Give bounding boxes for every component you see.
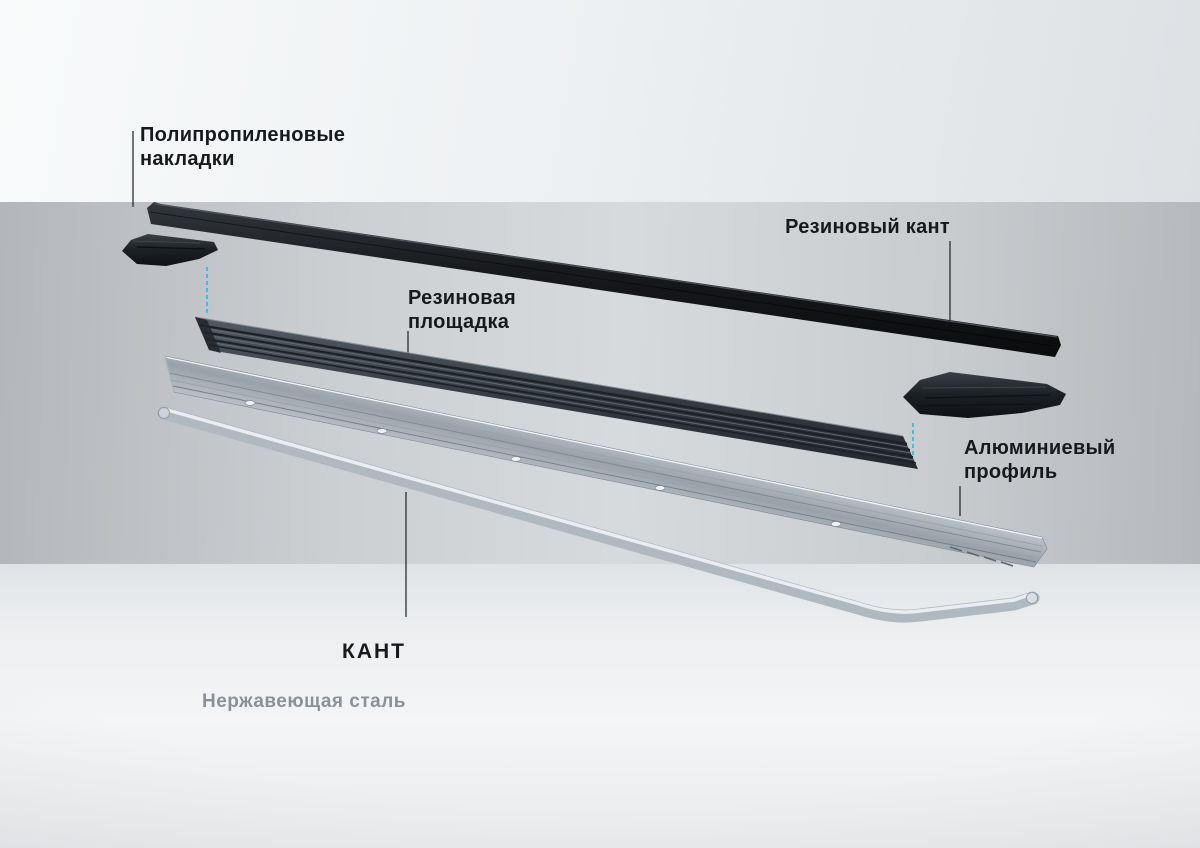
- aluminum-profile-ridge: [172, 385, 1037, 563]
- left-end-cap-body: [122, 234, 218, 266]
- rivet: [830, 521, 842, 527]
- label-rubber-edging: Резиновый кант: [785, 216, 950, 238]
- label-kant: КАНТ Нержавеющая сталь: [202, 616, 406, 737]
- aluminum-profile-ridge: [170, 379, 1039, 559]
- rubber-pad-ridge: [203, 334, 912, 454]
- aluminum-profile-rivets: [244, 400, 842, 527]
- right-end-cap: [903, 372, 1066, 418]
- aluminum-profile-top-highlight: [164, 356, 1043, 539]
- right-end-cap-groove-1: [924, 394, 1051, 399]
- tube-body: [157, 406, 1040, 623]
- rubber-pad-groove: [202, 330, 911, 452]
- left-end-cap: [122, 234, 218, 266]
- aluminum-profile-ridge: [168, 372, 1042, 553]
- rivet: [654, 485, 666, 491]
- rivet: [244, 400, 256, 406]
- aluminum-profile-ridge: [166, 365, 1043, 547]
- rubber-edging-strip: [147, 202, 1061, 357]
- right-end-cap-ridge: [922, 386, 1047, 389]
- aluminum-profile: [164, 355, 1048, 568]
- rubber-edging-groove: [149, 211, 1054, 347]
- rubber-pad-groove: [205, 338, 914, 458]
- rubber-edging-highlight: [154, 203, 1058, 338]
- rubber-pad-ridge: [200, 327, 909, 448]
- rubber-pad-left-end: [195, 317, 221, 353]
- aluminum-profile-serrated-end: [949, 546, 1014, 567]
- rivet: [376, 428, 388, 434]
- left-end-cap-groove: [136, 246, 206, 250]
- tube-right-end: [1026, 592, 1038, 604]
- tube-left-end: [158, 407, 170, 419]
- label-aluminum-profile: Алюминиевый профиль: [964, 437, 1116, 483]
- leader-lines: [132, 131, 961, 617]
- background-top: [0, 0, 1200, 202]
- right-end-cap-groove-2: [917, 403, 1041, 407]
- label-rubber-pad: Резиновая площадка: [408, 287, 517, 333]
- kant-subtitle: Нержавеющая сталь: [201, 690, 406, 712]
- assembly-connectors: [206, 267, 914, 456]
- rubber-pad-ridge: [207, 341, 915, 461]
- stainless-steel-tube: [157, 406, 1040, 623]
- label-polypropylene-caps: Полипропиленовые накладки: [140, 124, 346, 170]
- left-end-cap-ridge: [132, 240, 201, 244]
- kant-title: КАНТ: [342, 639, 406, 663]
- right-end-cap-body: [903, 372, 1066, 418]
- rubber-pad-groove: [208, 344, 917, 464]
- rubber-pad-groove: [198, 323, 908, 446]
- rivet: [510, 456, 522, 462]
- tube-highlight: [162, 407, 1034, 614]
- rubber-pad-top-edge: [194, 316, 904, 437]
- aluminum-profile-left-edge: [164, 355, 175, 393]
- rubber-pad-platform: [194, 316, 918, 469]
